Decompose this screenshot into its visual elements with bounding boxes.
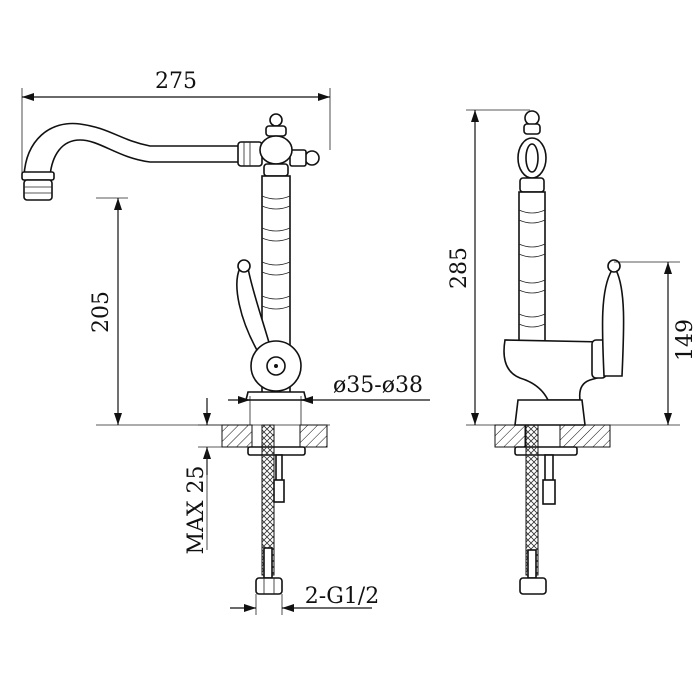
front-view: 275: [21, 69, 430, 615]
side-body: [503, 110, 625, 426]
dim-label-275: 275: [155, 69, 197, 94]
dim-label-285: 285: [447, 247, 472, 289]
side-view: 285 149: [447, 109, 698, 595]
dim-label-connection: 2-G1/2: [305, 584, 379, 609]
dim-label-205: 205: [89, 291, 114, 333]
dimension-285: 285: [447, 109, 530, 426]
dimension-hole-diameter: ø35-ø38: [228, 373, 430, 425]
supply-hoses: [255, 424, 285, 595]
dimension-149: 149: [610, 261, 698, 426]
dimension-max-25: MAX 25: [184, 398, 222, 555]
faucet-body: [236, 113, 308, 401]
dimension-275: 275: [21, 69, 331, 178]
dim-label-hole: ø35-ø38: [333, 373, 423, 398]
dimension-205: 205: [89, 197, 330, 426]
side-countertop-section: [494, 424, 611, 456]
dim-label-max-25: MAX 25: [184, 465, 209, 554]
dimension-connection: 2-G1/2: [230, 584, 379, 615]
side-supply-hoses: [519, 424, 556, 595]
dim-label-149: 149: [673, 319, 698, 361]
spout: [21, 122, 320, 201]
